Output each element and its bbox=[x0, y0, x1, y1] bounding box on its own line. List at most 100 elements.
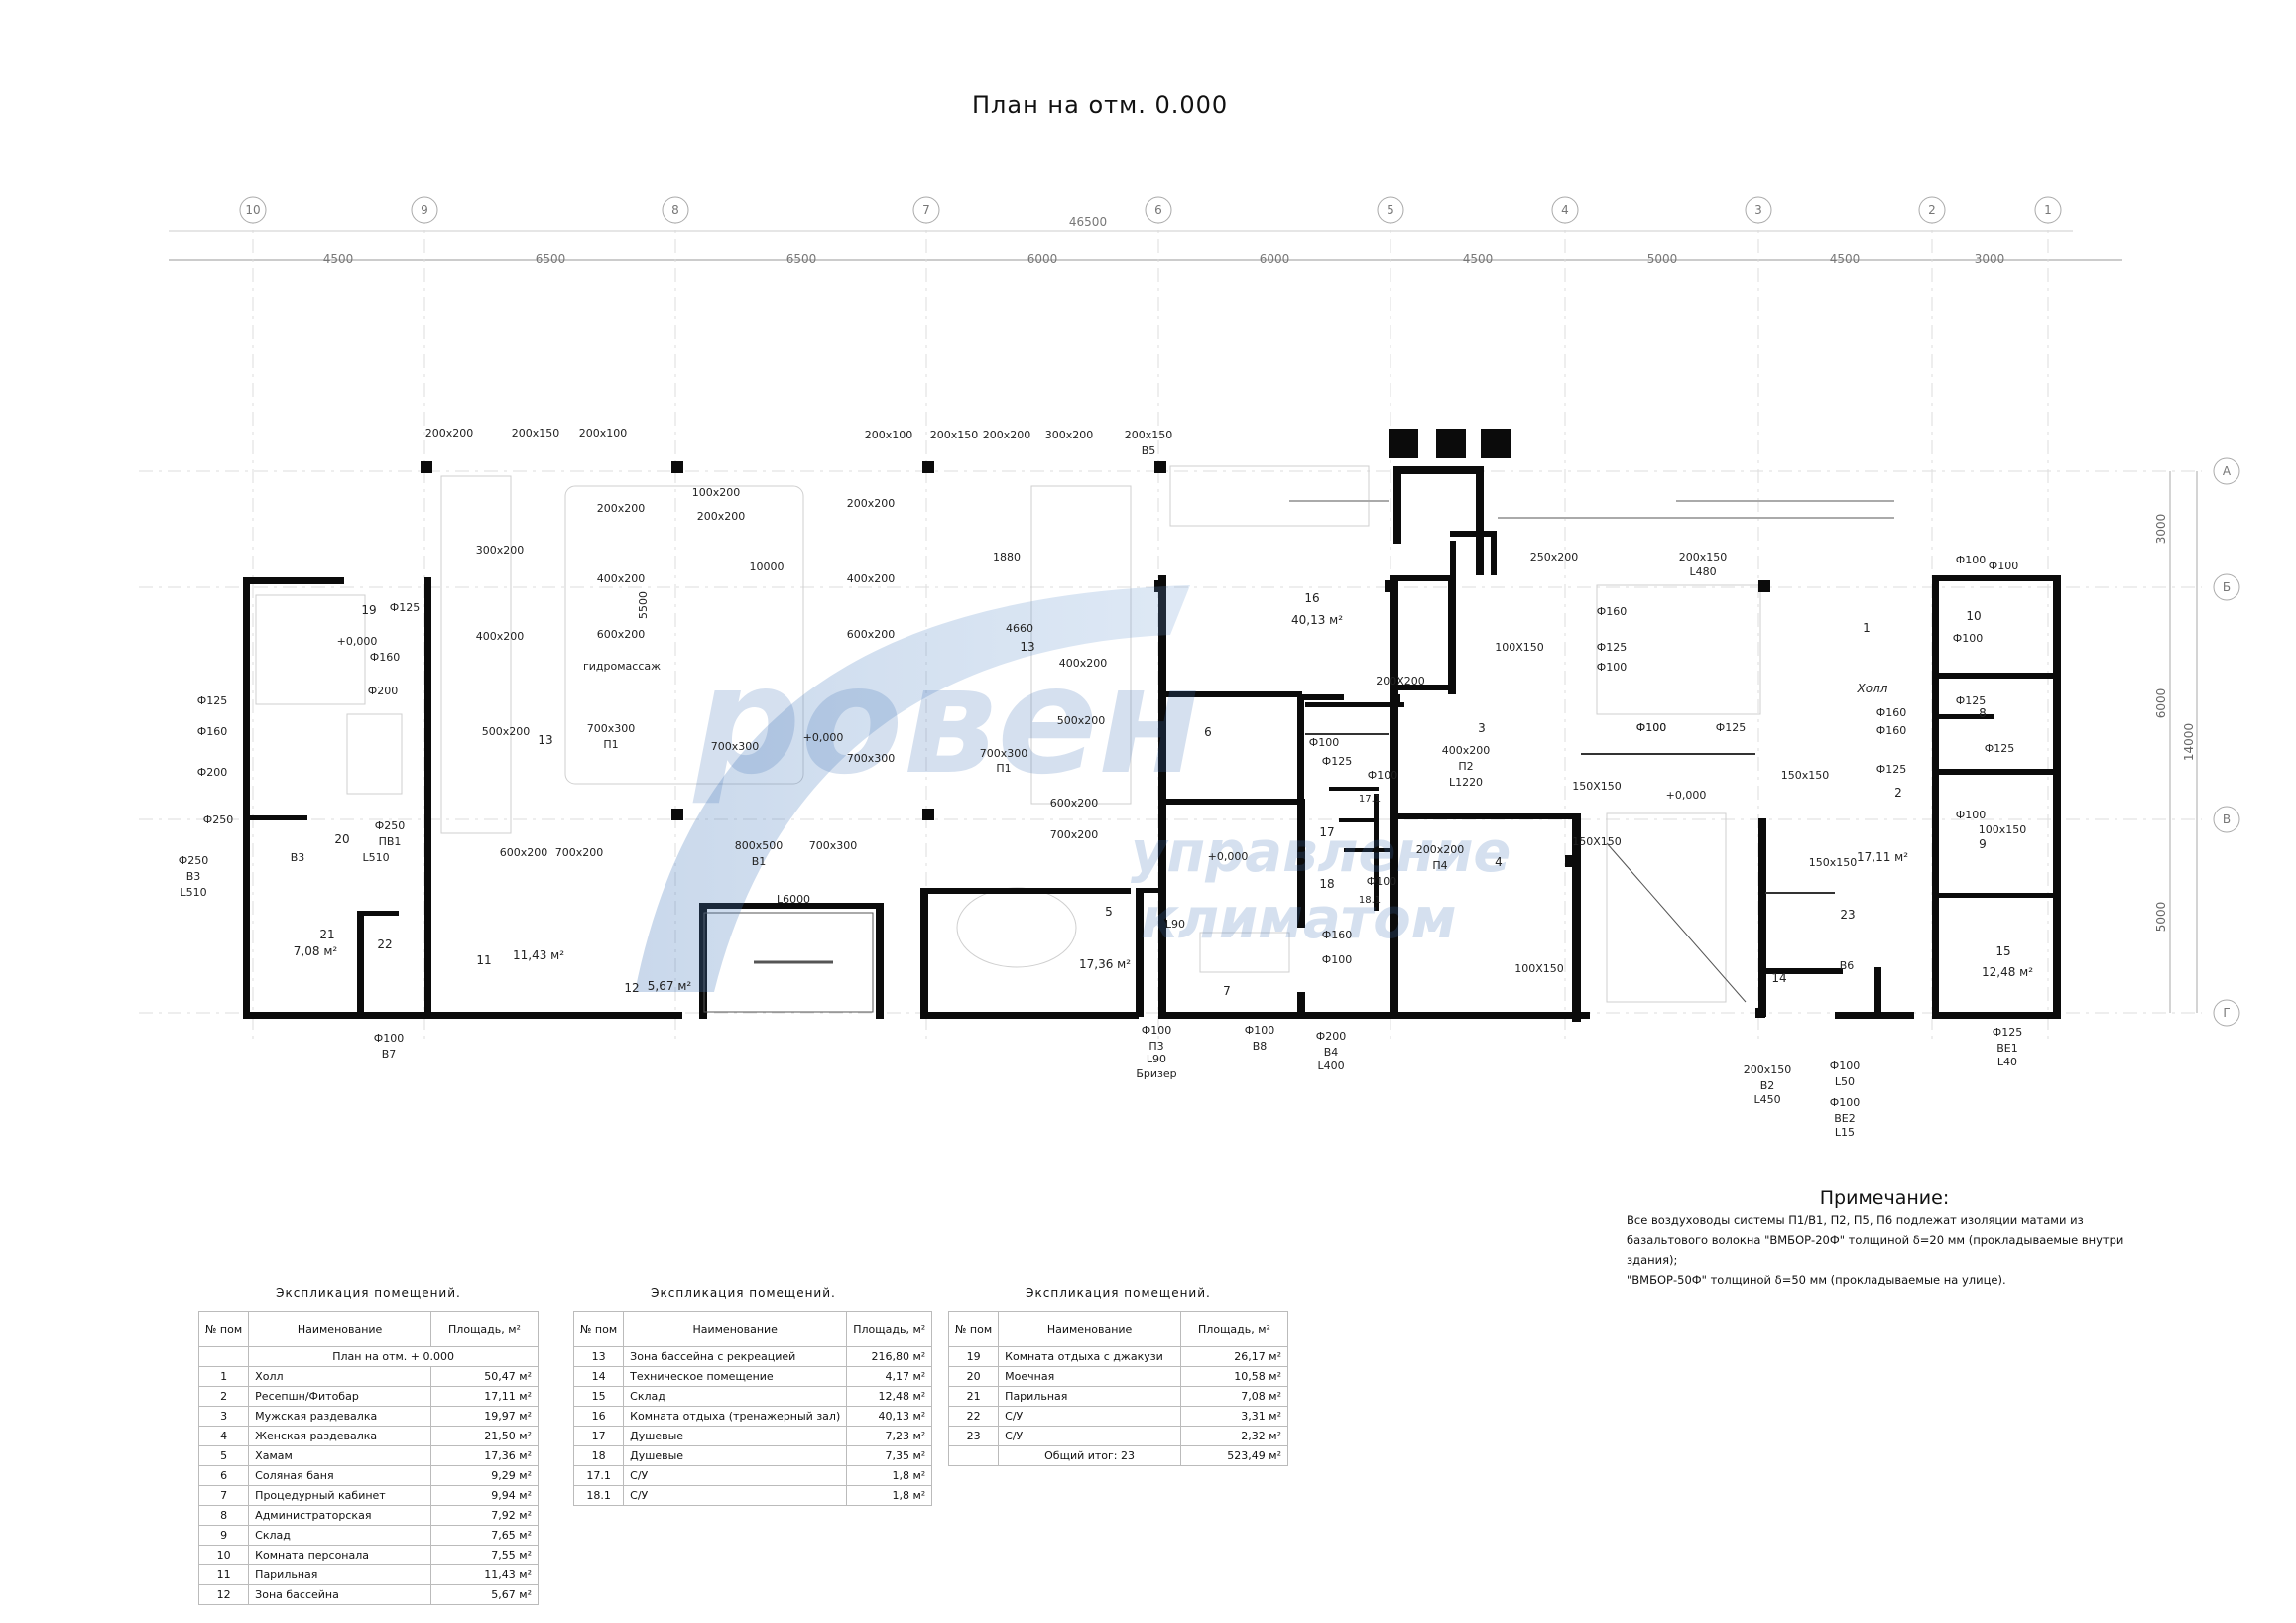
room-area-cell: 11,43 м² bbox=[430, 1564, 539, 1585]
room-number: 11 bbox=[476, 953, 491, 967]
duct-label: Ф100 bbox=[1636, 721, 1666, 734]
duct-label: 200x200 bbox=[983, 429, 1031, 441]
duct-label: Ф100 bbox=[1956, 809, 1986, 821]
duct-label: Ф100 bbox=[1309, 736, 1339, 749]
room-num-cell: 13 bbox=[572, 1346, 625, 1367]
span-dim: 5000 bbox=[1647, 252, 1678, 266]
watermark-text: климатом bbox=[1141, 887, 1457, 951]
room-number: 3 bbox=[1478, 721, 1486, 735]
room-name-cell: Техническое помещение bbox=[623, 1366, 848, 1387]
axis-label-right: А bbox=[2223, 464, 2232, 478]
room-area: 5,67 м² bbox=[648, 979, 692, 993]
duct-label: 300x200 bbox=[476, 544, 525, 557]
duct-label: Ф100 bbox=[1636, 721, 1666, 734]
duct-label: Ф160 bbox=[1876, 724, 1906, 737]
level-mark: +0,000 bbox=[803, 731, 844, 744]
room-num-cell: 10 bbox=[197, 1545, 250, 1565]
duct-label: Ф200 bbox=[197, 766, 227, 779]
room-num-cell: 19 bbox=[947, 1346, 1000, 1367]
duct-label: L1220 bbox=[1449, 776, 1483, 789]
note-title: Примечание: bbox=[1819, 1187, 1950, 1209]
room-number: 22 bbox=[377, 937, 392, 951]
room-number: 17 bbox=[1319, 825, 1334, 839]
right-total-dim: 14000 bbox=[2182, 723, 2196, 761]
room-name-cell: Душевые bbox=[623, 1445, 848, 1466]
duct-label: 1880 bbox=[993, 551, 1021, 563]
duct-label: Ф125 bbox=[1322, 755, 1352, 768]
room-num-cell: 17.1 bbox=[572, 1465, 625, 1486]
room-number: 6 bbox=[1204, 725, 1212, 739]
duct-label: В2 bbox=[1760, 1079, 1775, 1092]
right-dim: 5000 bbox=[2154, 902, 2168, 933]
duct-label: П1 bbox=[603, 738, 618, 751]
duct-label: 700x300 bbox=[980, 747, 1028, 760]
room-number: 17.1 bbox=[1359, 794, 1381, 805]
duct-label: ПВ1 bbox=[379, 835, 402, 848]
duct-label: Бризер bbox=[1136, 1067, 1176, 1080]
duct-label: В3 bbox=[291, 851, 305, 864]
total-label: Общий итог: 23 bbox=[998, 1445, 1181, 1466]
duct-label: 150x150 bbox=[1809, 856, 1858, 869]
duct-label: L6000 bbox=[777, 893, 810, 906]
room-name-cell: Комната отдыха с джакузи bbox=[998, 1346, 1181, 1367]
watermark-logo: ровен управление климатом bbox=[635, 585, 1511, 992]
room-name-cell: Женская раздевалка bbox=[248, 1426, 431, 1446]
room-area-cell: 7,23 м² bbox=[846, 1426, 933, 1446]
room-num-cell: 15 bbox=[572, 1386, 625, 1407]
room-area-cell: 1,8 м² bbox=[846, 1485, 933, 1506]
duct-label: 400x200 bbox=[1442, 744, 1491, 757]
col-num: № пом bbox=[572, 1311, 625, 1347]
duct-label: 600x200 bbox=[597, 628, 646, 641]
duct-label: Ф100 bbox=[1245, 1024, 1274, 1037]
room-area-cell: 2,32 м² bbox=[1180, 1426, 1288, 1446]
room-name-cell: Соляная баня bbox=[248, 1465, 431, 1486]
room-num-cell: 17 bbox=[572, 1426, 625, 1446]
room-num-cell: 8 bbox=[197, 1505, 250, 1526]
duct-label: 200x200 bbox=[425, 427, 474, 439]
room-num-cell: 5 bbox=[197, 1445, 250, 1466]
room-area-cell: 9,29 м² bbox=[430, 1465, 539, 1486]
duct-label: 4660 bbox=[1006, 622, 1033, 635]
room-num-cell: 12 bbox=[197, 1584, 250, 1605]
top-dimension-chain bbox=[169, 230, 2122, 261]
duct-label: Ф125 bbox=[390, 601, 420, 614]
duct-label: Ф100 bbox=[1368, 769, 1397, 782]
duct-label: Ф100 bbox=[1367, 875, 1396, 888]
duct-label: Ф160 bbox=[370, 651, 400, 664]
col-num: № пом bbox=[947, 1311, 1000, 1347]
axis-label: 9 bbox=[421, 203, 428, 217]
duct-label: L510 bbox=[362, 851, 389, 864]
room-number: 19 bbox=[361, 603, 376, 617]
explication-caption: Экспликация помещений. bbox=[276, 1286, 461, 1300]
room-numbers: 1 2 3 4 5 6 7 8 9 10 11 12 13 13 14 15 1… bbox=[294, 591, 2033, 998]
room-num-cell: 1 bbox=[197, 1366, 250, 1387]
duct-label: 500x200 bbox=[482, 725, 531, 738]
room-area-cell: 40,13 м² bbox=[846, 1406, 933, 1427]
duct-label: Ф100 bbox=[1956, 554, 1986, 566]
level-mark: +0,000 bbox=[1208, 850, 1249, 863]
note-text: "ВМБОР-50Ф" толщиной δ=50 мм (прокладыва… bbox=[1627, 1273, 2006, 1287]
duct-label: L40 bbox=[1997, 1056, 2017, 1068]
room-number: 23 bbox=[1840, 908, 1855, 922]
room-name-cell: Мужская раздевалка bbox=[248, 1406, 431, 1427]
duct-label: 700x300 bbox=[809, 839, 858, 852]
room-number: 14 bbox=[1771, 971, 1786, 985]
duct-label: 100x200 bbox=[692, 486, 741, 499]
room-area-cell: 216,80 м² bbox=[846, 1346, 933, 1367]
room-area-cell: 21,50 м² bbox=[430, 1426, 539, 1446]
duct-label: 200x150 bbox=[1679, 551, 1728, 563]
room-number: 7 bbox=[1223, 984, 1231, 998]
room-name-cell: Склад bbox=[248, 1525, 431, 1546]
room-area-cell: 12,48 м² bbox=[846, 1386, 933, 1407]
room-num-cell: 2 bbox=[197, 1386, 250, 1407]
room-number: 9 bbox=[1979, 837, 1987, 851]
